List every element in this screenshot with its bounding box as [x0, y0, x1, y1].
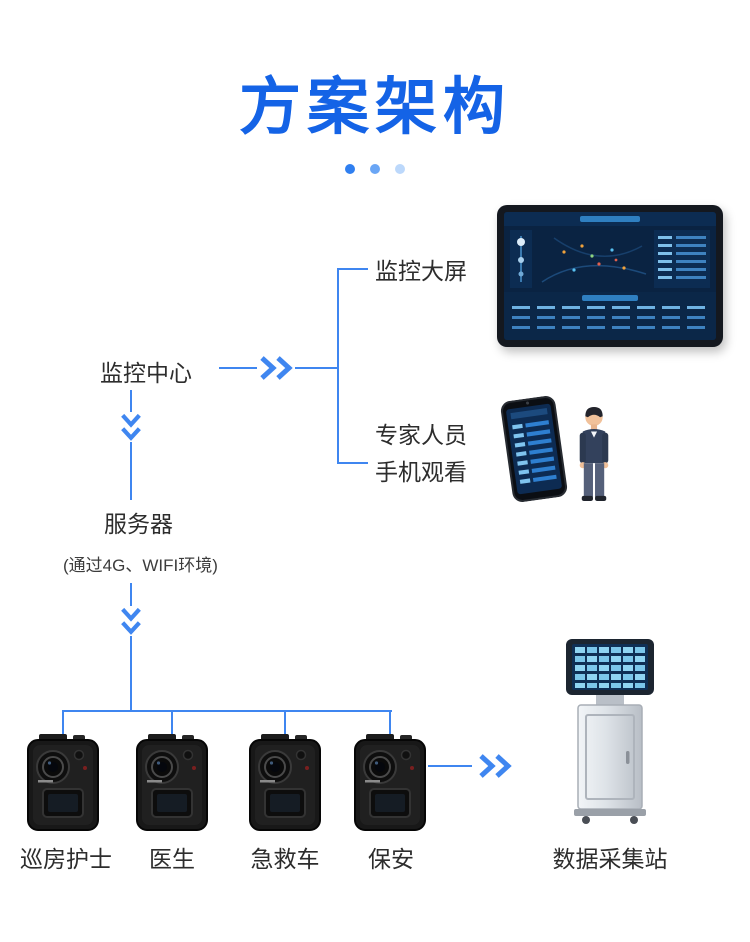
smartphone-icon [499, 395, 569, 504]
devices-bus-line [62, 710, 392, 712]
device-drop-line [62, 710, 64, 734]
device-drop-line [389, 710, 391, 734]
dashboard-screen [504, 212, 716, 340]
device-label-nurse: 巡房护士 [20, 846, 112, 872]
connector-center-down-2 [130, 442, 132, 500]
person-icon [570, 404, 618, 504]
monitor-screen-label: 监控大屏 [375, 258, 467, 284]
dot-icon [370, 164, 380, 174]
connector-server-down-1 [130, 583, 132, 606]
kiosk-icon [562, 639, 658, 824]
body-camera-icon [249, 734, 321, 831]
device-drop-line [284, 710, 286, 734]
connector-server-down-2 [130, 636, 132, 712]
connector-center-down-1 [130, 390, 132, 412]
device-label-security: 保安 [368, 846, 414, 872]
expert-label-line2: 手机观看 [375, 459, 467, 485]
page-title: 方案架构 [238, 73, 511, 142]
dashboard-monitor-icon [497, 205, 723, 347]
monitoring-center-label: 监控中心 [100, 360, 192, 386]
device-drop-line [171, 710, 173, 734]
server-note: (通过4G、WIFI环境) [63, 556, 218, 575]
dot-icon [345, 164, 355, 174]
connector-center-right-2 [295, 367, 338, 369]
device-label-doctor: 医生 [149, 846, 195, 872]
branch-to-monitor-line [337, 268, 368, 270]
station-label: 数据采集站 [552, 846, 668, 872]
arrow-down-icon [118, 606, 144, 636]
server-label: 服务器 [104, 511, 173, 537]
branch-to-expert-line [337, 462, 368, 464]
body-camera-icon [27, 734, 99, 831]
connector-to-station-line [428, 765, 472, 767]
expert-mobile-label: 专家人员 手机观看 [375, 417, 467, 491]
body-camera-icon [136, 734, 208, 831]
branch-vertical-line [337, 268, 339, 464]
arrow-right-icon [476, 753, 514, 779]
connector-center-right-1 [219, 367, 257, 369]
device-label-ambulance: 急救车 [250, 846, 320, 872]
arrow-right-icon [257, 355, 295, 381]
body-camera-icon [354, 734, 426, 831]
dot-icon [395, 164, 405, 174]
decor-dots [345, 164, 405, 174]
arrow-down-icon [118, 412, 144, 442]
expert-label-line1: 专家人员 [375, 422, 467, 448]
